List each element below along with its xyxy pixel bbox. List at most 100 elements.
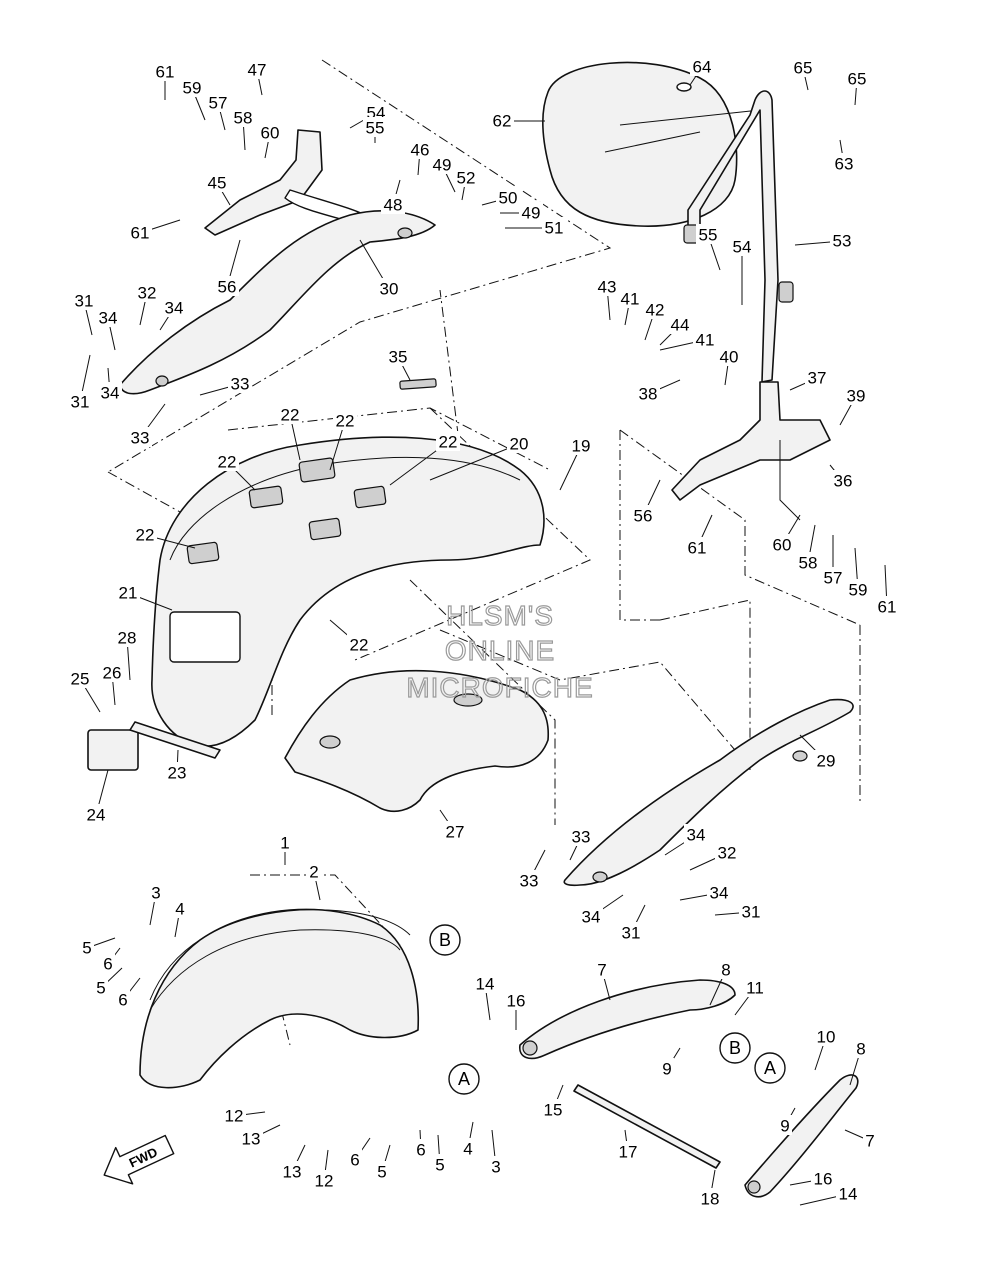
callout-label-bg <box>579 906 603 926</box>
callout-number-8: 8 <box>856 1040 865 1059</box>
callout-label-bg <box>433 1154 447 1174</box>
watermark-line-2: ONLINE <box>445 635 555 666</box>
callout-label-bg <box>595 959 609 979</box>
callout-number-23: 23 <box>168 764 187 783</box>
callout-number-48: 48 <box>384 196 403 215</box>
callout-label-bg <box>153 61 177 81</box>
stay-clamp-lower <box>778 281 794 303</box>
callout-number-20: 20 <box>510 435 529 454</box>
callout-label-bg <box>278 832 292 852</box>
callout-label-bg <box>739 901 763 921</box>
callout-number-22: 22 <box>439 433 458 452</box>
callout-label-bg <box>685 537 709 557</box>
callout-label-bg <box>805 367 829 387</box>
callout-number-56: 56 <box>634 507 653 526</box>
callout-number-4: 4 <box>463 1140 472 1159</box>
callout-label-bg <box>222 1105 246 1125</box>
callout-label-bg <box>490 110 514 130</box>
callout-label-bg <box>863 1130 877 1150</box>
callout-label-bg <box>333 410 357 430</box>
callout-number-34: 34 <box>710 884 729 903</box>
callout-number-26: 26 <box>103 664 122 683</box>
callout-number-33: 33 <box>131 429 150 448</box>
callout-number-65: 65 <box>848 70 867 89</box>
callout-label-bg <box>507 433 531 453</box>
callout-label-bg <box>473 973 497 993</box>
callout-number-52: 52 <box>457 169 476 188</box>
callout-number-34: 34 <box>101 384 120 403</box>
callout-label-bg <box>616 1141 640 1161</box>
callout-label-bg <box>443 821 467 841</box>
callout-label-bg <box>690 56 714 76</box>
callout-number-53: 53 <box>833 232 852 251</box>
callout-number-3: 3 <box>491 1158 500 1177</box>
callout-number-42: 42 <box>646 301 665 320</box>
callout-label-bg <box>643 299 667 319</box>
callout-number-11: 11 <box>746 979 764 998</box>
front-axle <box>573 1084 721 1169</box>
callout-number-6: 6 <box>416 1141 425 1160</box>
callout-number-37: 37 <box>808 369 827 388</box>
rear-fender <box>151 378 545 747</box>
callout-label-bg <box>636 383 660 403</box>
callout-label-bg <box>489 1156 503 1176</box>
callout-number-12: 12 <box>315 1172 334 1191</box>
callout-number-44: 44 <box>671 316 690 335</box>
callout-label-bg <box>205 172 229 192</box>
callout-label-bg <box>173 898 187 918</box>
fork-bracket-right <box>744 1074 859 1198</box>
callout-label-bg <box>569 435 593 455</box>
callout-label-bg <box>278 404 302 424</box>
label-35 <box>399 378 437 390</box>
callout-label-bg <box>348 1149 362 1169</box>
callout-number-24: 24 <box>87 806 106 825</box>
callout-number-10: 10 <box>817 1028 836 1047</box>
callout-label-bg <box>94 977 108 997</box>
callout-label-bg <box>180 77 204 97</box>
callout-label-bg <box>377 278 401 298</box>
callout-label-bg <box>595 276 619 296</box>
callout-label-bg <box>836 1183 860 1203</box>
callout-number-7: 7 <box>865 1132 874 1151</box>
callout-number-18: 18 <box>701 1190 720 1209</box>
callout-label-bg <box>72 290 96 310</box>
callout-number-65: 65 <box>794 59 813 78</box>
callout-label-bg <box>408 139 432 159</box>
license-plate-area <box>169 611 241 663</box>
callout-number-60: 60 <box>261 124 280 143</box>
front-fender <box>139 908 420 1089</box>
callout-label-bg <box>845 68 869 88</box>
callout-number-8: 8 <box>721 961 730 980</box>
callout-label-bg <box>414 1139 428 1159</box>
callout-label-bg <box>830 230 854 250</box>
callout-label-bg <box>696 224 720 244</box>
callout-number-49: 49 <box>522 204 541 223</box>
left-fender-rail <box>119 210 436 395</box>
callout-number-33: 33 <box>572 828 591 847</box>
callout-number-33: 33 <box>520 872 539 891</box>
callout-number-56: 56 <box>218 278 237 297</box>
callout-label-bg <box>215 276 239 296</box>
callout-label-bg <box>504 990 528 1010</box>
callout-label-bg <box>228 373 252 393</box>
callout-number-22: 22 <box>350 636 369 655</box>
callout-label-bg <box>116 582 140 602</box>
callout-number-25: 25 <box>71 670 90 689</box>
callout-label-bg <box>245 59 269 79</box>
callout-number-13: 13 <box>283 1163 302 1182</box>
callout-number-31: 31 <box>71 393 90 412</box>
callout-label-bg <box>454 167 478 187</box>
callout-label-bg <box>101 953 115 973</box>
callout-number-59: 59 <box>183 79 202 98</box>
callout-label-bg <box>619 922 643 942</box>
callout-label-bg <box>770 534 794 554</box>
callout-label-bg <box>517 870 541 890</box>
callout-label-bg <box>80 937 94 957</box>
callout-number-22: 22 <box>281 406 300 425</box>
callout-number-61: 61 <box>688 539 707 558</box>
callout-label-bg <box>430 154 454 174</box>
callout-number-47: 47 <box>248 61 267 80</box>
callout-number-34: 34 <box>582 908 601 927</box>
callout-label-bg <box>875 596 899 616</box>
callout-label-bg <box>717 346 741 366</box>
